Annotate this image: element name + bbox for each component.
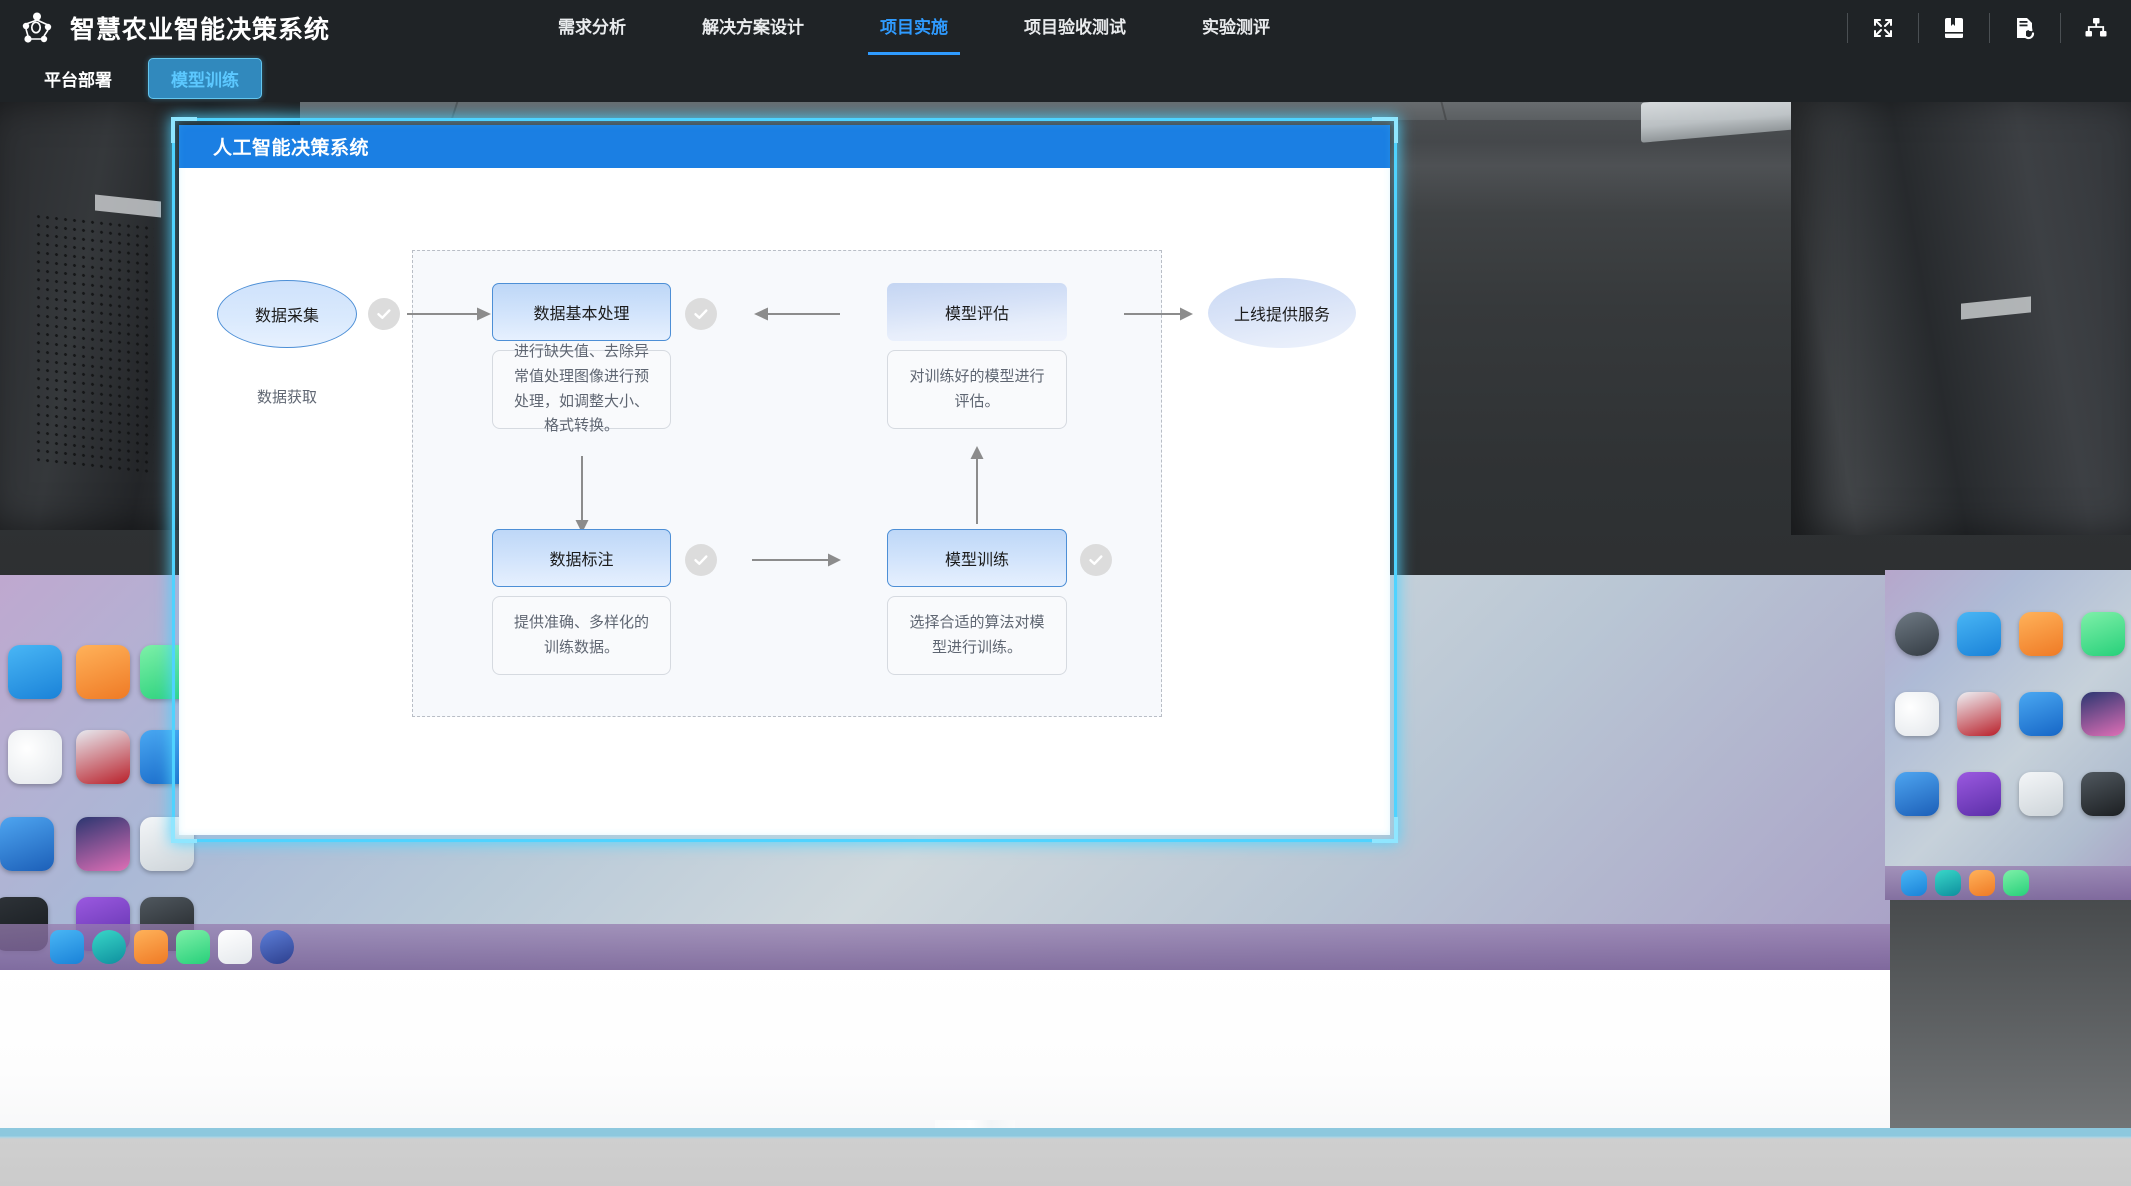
mon2-dock-icon-2 — [1935, 870, 1961, 896]
header-tools — [1847, 0, 2131, 55]
nav-item-project-implementation[interactable]: 项目实施 — [842, 0, 986, 55]
flow-desc-data-basic-processing: 进行缺失值、去除异常值处理图像进行预处理，如调整大小、格式转换。 — [492, 343, 671, 434]
tool-divider-2 — [1918, 12, 1919, 43]
book-button[interactable] — [1919, 0, 1989, 55]
flow-arrow-training-to-evaluation — [969, 444, 985, 524]
dock-icon-3 — [134, 930, 168, 964]
sitemap-button[interactable] — [2061, 0, 2131, 55]
flow-node-label: 模型训练 — [944, 552, 1009, 569]
panel-title-bar: 人工智能决策系统 — [179, 125, 1390, 168]
flow-check-data-annotation[interactable] — [685, 544, 717, 576]
flow-desc-model-evaluation: 对训练好的模型进行评估。 — [887, 350, 1067, 429]
mon2-icon-4 — [2081, 612, 2125, 656]
nav-item-acceptance-test[interactable]: 项目验收测试 — [1024, 18, 1126, 37]
flow-node-data-basic-processing[interactable]: 数据基本处理 — [492, 283, 671, 341]
nav-item-experiment-eval[interactable]: 实验测评 — [1202, 18, 1270, 37]
dock-icon-4 — [176, 930, 210, 964]
check-circle-icon — [374, 304, 394, 324]
tool-divider-3 — [1989, 12, 1990, 43]
desktop-icon-5 — [76, 730, 130, 784]
subtab-platform-deploy[interactable]: 平台部署 — [44, 71, 112, 90]
flowchart: 数据采集 数据获取 — [179, 168, 1390, 835]
floor-strip — [0, 1128, 2131, 1186]
flow-node-label: 上线提供服务 — [1233, 307, 1330, 324]
flow-check-data-collection[interactable] — [368, 298, 400, 330]
desktop-icon-4 — [8, 730, 62, 784]
flow-node-label: 数据标注 — [549, 552, 614, 569]
top-header: 智慧农业智能决策系统 需求分析 解决方案设计 项目实施 项目验收测试 实验测评 — [0, 0, 2131, 55]
decision-system-panel-wrapper: 人工智能决策系统 数据采集 数据获取 — [171, 117, 1398, 843]
mon2-icon-11 — [2019, 772, 2063, 816]
dock-icon-5 — [218, 930, 252, 964]
brand: 智慧农业智能决策系统 — [0, 9, 520, 47]
main-nav: 需求分析 解决方案设计 项目实施 项目验收测试 实验测评 — [520, 0, 1308, 55]
fullscreen-icon — [1871, 16, 1895, 40]
check-circle-icon — [691, 550, 711, 570]
desk-surface — [0, 965, 1890, 1130]
flow-check-model-training[interactable] — [1080, 544, 1112, 576]
flow-node-model-evaluation[interactable]: 模型评估 — [887, 283, 1067, 341]
check-circle-icon — [1086, 550, 1106, 570]
flow-desc-model-training: 选择合适的算法对模型进行训练。 — [887, 596, 1067, 675]
desktop-dock — [0, 924, 1890, 970]
mon2-dock-icon-1 — [1901, 870, 1927, 896]
rack-perforation-left — [34, 211, 154, 475]
desktop-icon-1 — [8, 645, 62, 699]
flow-desc-data-annotation: 提供准确、多样化的训练数据。 — [492, 596, 671, 675]
flow-check-data-basic-processing[interactable] — [685, 298, 717, 330]
mon2-icon-12 — [2081, 772, 2125, 816]
flow-arrow-processing-to-annotation — [574, 456, 590, 534]
mon2-dock — [1885, 866, 2131, 900]
mon2-icon-6 — [1957, 692, 2001, 736]
mon2-icon-10 — [1957, 772, 2001, 816]
flow-caption-data-acquisition: 数据获取 — [256, 389, 317, 406]
brand-title: 智慧农业智能决策系统 — [70, 15, 331, 44]
flow-arrow-evaluation-to-online — [1124, 306, 1194, 322]
mon2-icon-3 — [2019, 612, 2063, 656]
desktop-icon-7 — [0, 817, 54, 871]
flow-node-model-training[interactable]: 模型训练 — [887, 529, 1067, 587]
mon2-dock-icon-4 — [2003, 870, 2029, 896]
rack-label-right — [1961, 296, 2031, 320]
flow-arrow-collection-to-processing — [407, 306, 493, 322]
flow-arrow-evaluation-to-processing — [752, 306, 840, 322]
decision-system-panel: 人工智能决策系统 数据采集 数据获取 — [179, 125, 1390, 835]
dock-icon-1 — [50, 930, 84, 964]
sitemap-icon — [2084, 17, 2108, 39]
tool-divider-4 — [2060, 12, 2061, 43]
document-refresh-button[interactable] — [1990, 0, 2060, 55]
panel-title: 人工智能决策系统 — [213, 138, 370, 159]
dock-icon-2 — [92, 930, 126, 964]
mon2-icon-7 — [2019, 692, 2063, 736]
document-refresh-icon — [2013, 16, 2037, 40]
desktop-icon-2 — [76, 645, 130, 699]
flow-node-online-service[interactable]: 上线提供服务 — [1208, 278, 1356, 348]
flow-node-label: 模型评估 — [944, 306, 1009, 323]
flow-node-data-collection[interactable]: 数据采集 — [217, 280, 357, 348]
subtab-model-training[interactable]: 模型训练 — [148, 58, 262, 99]
nav-item-requirements[interactable]: 需求分析 — [558, 18, 626, 37]
nav-item-solution-design[interactable]: 解决方案设计 — [702, 18, 804, 37]
mon2-dock-icon-3 — [1969, 870, 1995, 896]
mon2-icon-5 — [1895, 692, 1939, 736]
flow-node-data-annotation[interactable]: 数据标注 — [492, 529, 671, 587]
rack-label-left — [95, 194, 161, 218]
flow-node-label: 数据基本处理 — [533, 306, 630, 323]
desktop-icon-8 — [76, 817, 130, 871]
mon2-icon-8 — [2081, 692, 2125, 736]
book-icon — [1943, 16, 1965, 40]
server-rack-right — [1791, 95, 2131, 535]
mon2-icon-9 — [1895, 772, 1939, 816]
dock-icon-6 — [260, 930, 294, 964]
mon2-icon-2 — [1957, 612, 2001, 656]
flow-node-label: 数据采集 — [254, 308, 319, 325]
network-nodes-icon — [18, 9, 56, 47]
flow-arrow-annotation-to-training — [752, 552, 842, 568]
tool-divider-1 — [1847, 12, 1848, 43]
mon2-icon-1 — [1895, 612, 1939, 656]
check-circle-icon — [691, 304, 711, 324]
desktop-monitor-secondary — [1885, 570, 2131, 900]
sub-tab-bar: 平台部署 模型训练 — [0, 55, 2131, 102]
fullscreen-button[interactable] — [1848, 0, 1918, 55]
